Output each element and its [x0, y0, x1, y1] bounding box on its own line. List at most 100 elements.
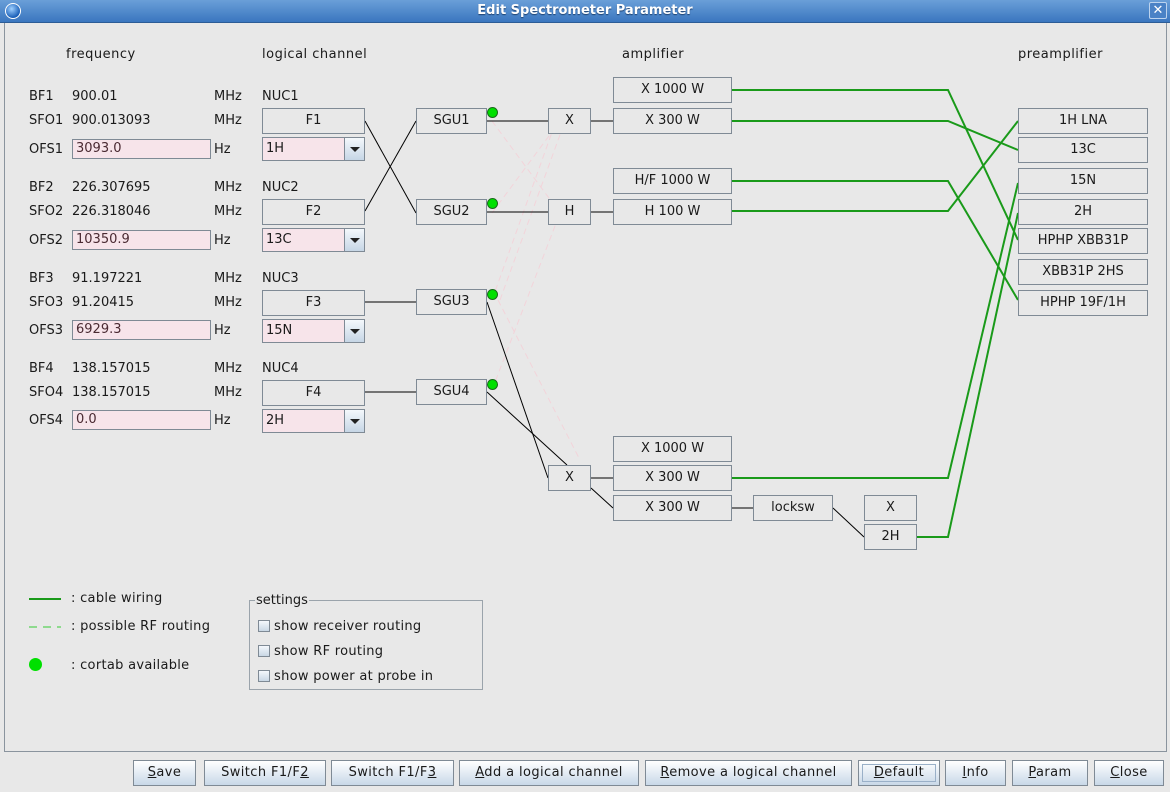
remove-logical-channel-button[interactable]: Remove a logical channel — [645, 760, 852, 786]
ofs3-input[interactable]: 6929.3 — [72, 320, 211, 340]
router-x-bottom[interactable]: X — [548, 465, 591, 491]
info-label-post: nfo — [966, 765, 989, 780]
default-button[interactable]: Default — [858, 760, 940, 786]
chevron-down-icon[interactable] — [344, 138, 364, 160]
nucleus4-value: 2H — [266, 413, 285, 428]
show-power-at-probe-checkbox[interactable] — [258, 670, 270, 682]
switch-f1-f2-button[interactable]: Switch F1/F2 — [204, 760, 326, 786]
sfo2-value: 226.318046 — [72, 204, 151, 219]
f2-channel-button[interactable]: F2 — [262, 199, 365, 225]
cortab-dot-sgu1 — [487, 107, 498, 118]
preamp-2h[interactable]: 2H — [1018, 199, 1148, 225]
sgu1-box[interactable]: SGU1 — [416, 108, 487, 134]
save-mnemonic: S — [147, 765, 157, 780]
wire-f2-sgu1 — [364, 120, 417, 212]
amplifier-x300-top[interactable]: X 300 W — [613, 108, 732, 134]
sfo3-label: SFO3 — [29, 295, 64, 310]
cortab-dot-sgu4 — [487, 379, 498, 390]
cable-wires — [732, 89, 1019, 538]
rf-routing-lines — [491, 120, 581, 461]
legend-rf-label: : possible RF routing — [71, 619, 211, 634]
switch-f1f3-mnemonic: 3 — [427, 765, 437, 780]
bf4-value: 138.157015 — [72, 361, 151, 376]
preamp-15n[interactable]: 15N — [1018, 168, 1148, 194]
ofs1-unit: Hz — [214, 142, 231, 157]
show-rf-routing-checkbox[interactable] — [258, 645, 270, 657]
save-button[interactable]: Save — [133, 760, 196, 786]
amplifier-x300-mid[interactable]: X 300 W — [613, 465, 732, 491]
add-label-post: dd a logical channel — [484, 765, 623, 780]
ofs1-input[interactable]: 3093.0 — [72, 139, 211, 159]
preamp-1h-lna[interactable]: 1H LNA — [1018, 108, 1148, 134]
f4-channel-button[interactable]: F4 — [262, 380, 365, 406]
sgu3-box[interactable]: SGU3 — [416, 289, 487, 315]
show-power-at-probe-label: show power at probe in — [274, 669, 434, 684]
close-button[interactable]: Close — [1094, 760, 1164, 786]
preamp-hphp-xbb31p[interactable]: HPHP XBB31P — [1018, 228, 1148, 254]
remove-mnemonic: R — [660, 765, 670, 780]
close-mnemonic: C — [1110, 765, 1120, 780]
ofs2-label: OFS2 — [29, 233, 64, 248]
window-close-icon[interactable]: ✕ — [1149, 2, 1167, 19]
lock-2h-box[interactable]: 2H — [864, 524, 917, 550]
chevron-down-icon[interactable] — [344, 229, 364, 251]
bf3-label: BF3 — [29, 271, 54, 286]
wire-sgu3-x — [486, 301, 549, 479]
param-mnemonic: P — [1028, 765, 1037, 780]
ofs4-label: OFS4 — [29, 413, 64, 428]
amplifier-x1000-bottom[interactable]: X 1000 W — [613, 436, 732, 462]
amplifier-x300-bottom[interactable]: X 300 W — [613, 495, 732, 521]
nucleus1-select[interactable]: 1H — [262, 137, 365, 161]
f1-channel-button[interactable]: F1 — [262, 108, 365, 134]
sgu2-box[interactable]: SGU2 — [416, 199, 487, 225]
settings-group: settings show receiver routing show RF r… — [249, 593, 483, 690]
param-button[interactable]: Param — [1012, 760, 1088, 786]
ofs4-unit: Hz — [214, 413, 231, 428]
legend-cable-label: : cable wiring — [71, 591, 163, 606]
header-frequency: frequency — [66, 47, 136, 62]
chevron-down-icon[interactable] — [344, 320, 364, 342]
info-button[interactable]: Info — [945, 760, 1006, 786]
amplifier-h100[interactable]: H 100 W — [613, 199, 732, 225]
bf1-label: BF1 — [29, 89, 54, 104]
ofs2-input[interactable]: 10350.9 — [72, 230, 211, 250]
amplifier-x1000-top[interactable]: X 1000 W — [613, 77, 732, 103]
sgu4-box[interactable]: SGU4 — [416, 379, 487, 405]
sfo1-value: 900.013093 — [72, 113, 151, 128]
lock-x-box[interactable]: X — [864, 495, 917, 521]
locksw-box[interactable]: locksw — [753, 495, 833, 521]
router-x-top[interactable]: X — [548, 108, 591, 134]
cable-lock2h-2h — [917, 212, 1019, 538]
ofs3-label: OFS3 — [29, 323, 64, 338]
bf2-value: 226.307695 — [72, 180, 151, 195]
preamp-hphp-19f-1h[interactable]: HPHP 19F/1H — [1018, 290, 1148, 316]
chevron-down-icon[interactable] — [344, 410, 364, 432]
nucleus2-select[interactable]: 13C — [262, 228, 365, 252]
sfo2-label: SFO2 — [29, 204, 64, 219]
cable-x1000-xbb31p — [732, 89, 1019, 241]
f3-channel-button[interactable]: F3 — [262, 290, 365, 316]
default-label-post: efault — [884, 765, 925, 780]
amplifier-hf1000[interactable]: H/F 1000 W — [613, 168, 732, 194]
add-logical-channel-button[interactable]: Add a logical channel — [459, 760, 639, 786]
switch-f1-f3-button[interactable]: Switch F1/F3 — [331, 760, 454, 786]
remove-label-post: emove a logical channel — [669, 765, 837, 780]
show-receiver-routing-checkbox[interactable] — [258, 620, 270, 632]
nucleus3-select[interactable]: 15N — [262, 319, 365, 343]
app-icon — [5, 3, 21, 19]
close-label-post: lose — [1119, 765, 1148, 780]
cortab-dot-sgu3 — [487, 289, 498, 300]
router-h[interactable]: H — [548, 199, 591, 225]
switch-f1f2-label-pre: Switch F1/F — [221, 765, 301, 780]
nucleus4-select[interactable]: 2H — [262, 409, 365, 433]
save-label-post: ave — [156, 765, 182, 780]
preamp-13c[interactable]: 13C — [1018, 137, 1148, 163]
wire-sgu4-x — [486, 391, 568, 466]
nuc4-label: NUC4 — [262, 361, 299, 376]
rf-wires — [364, 120, 865, 538]
switch-f1f2-mnemonic: 2 — [300, 765, 309, 780]
preamp-xbb31p-2hs[interactable]: XBB31P 2HS — [1018, 259, 1148, 285]
ofs4-input[interactable]: 0.0 — [72, 410, 211, 430]
ofs1-label: OFS1 — [29, 142, 64, 157]
